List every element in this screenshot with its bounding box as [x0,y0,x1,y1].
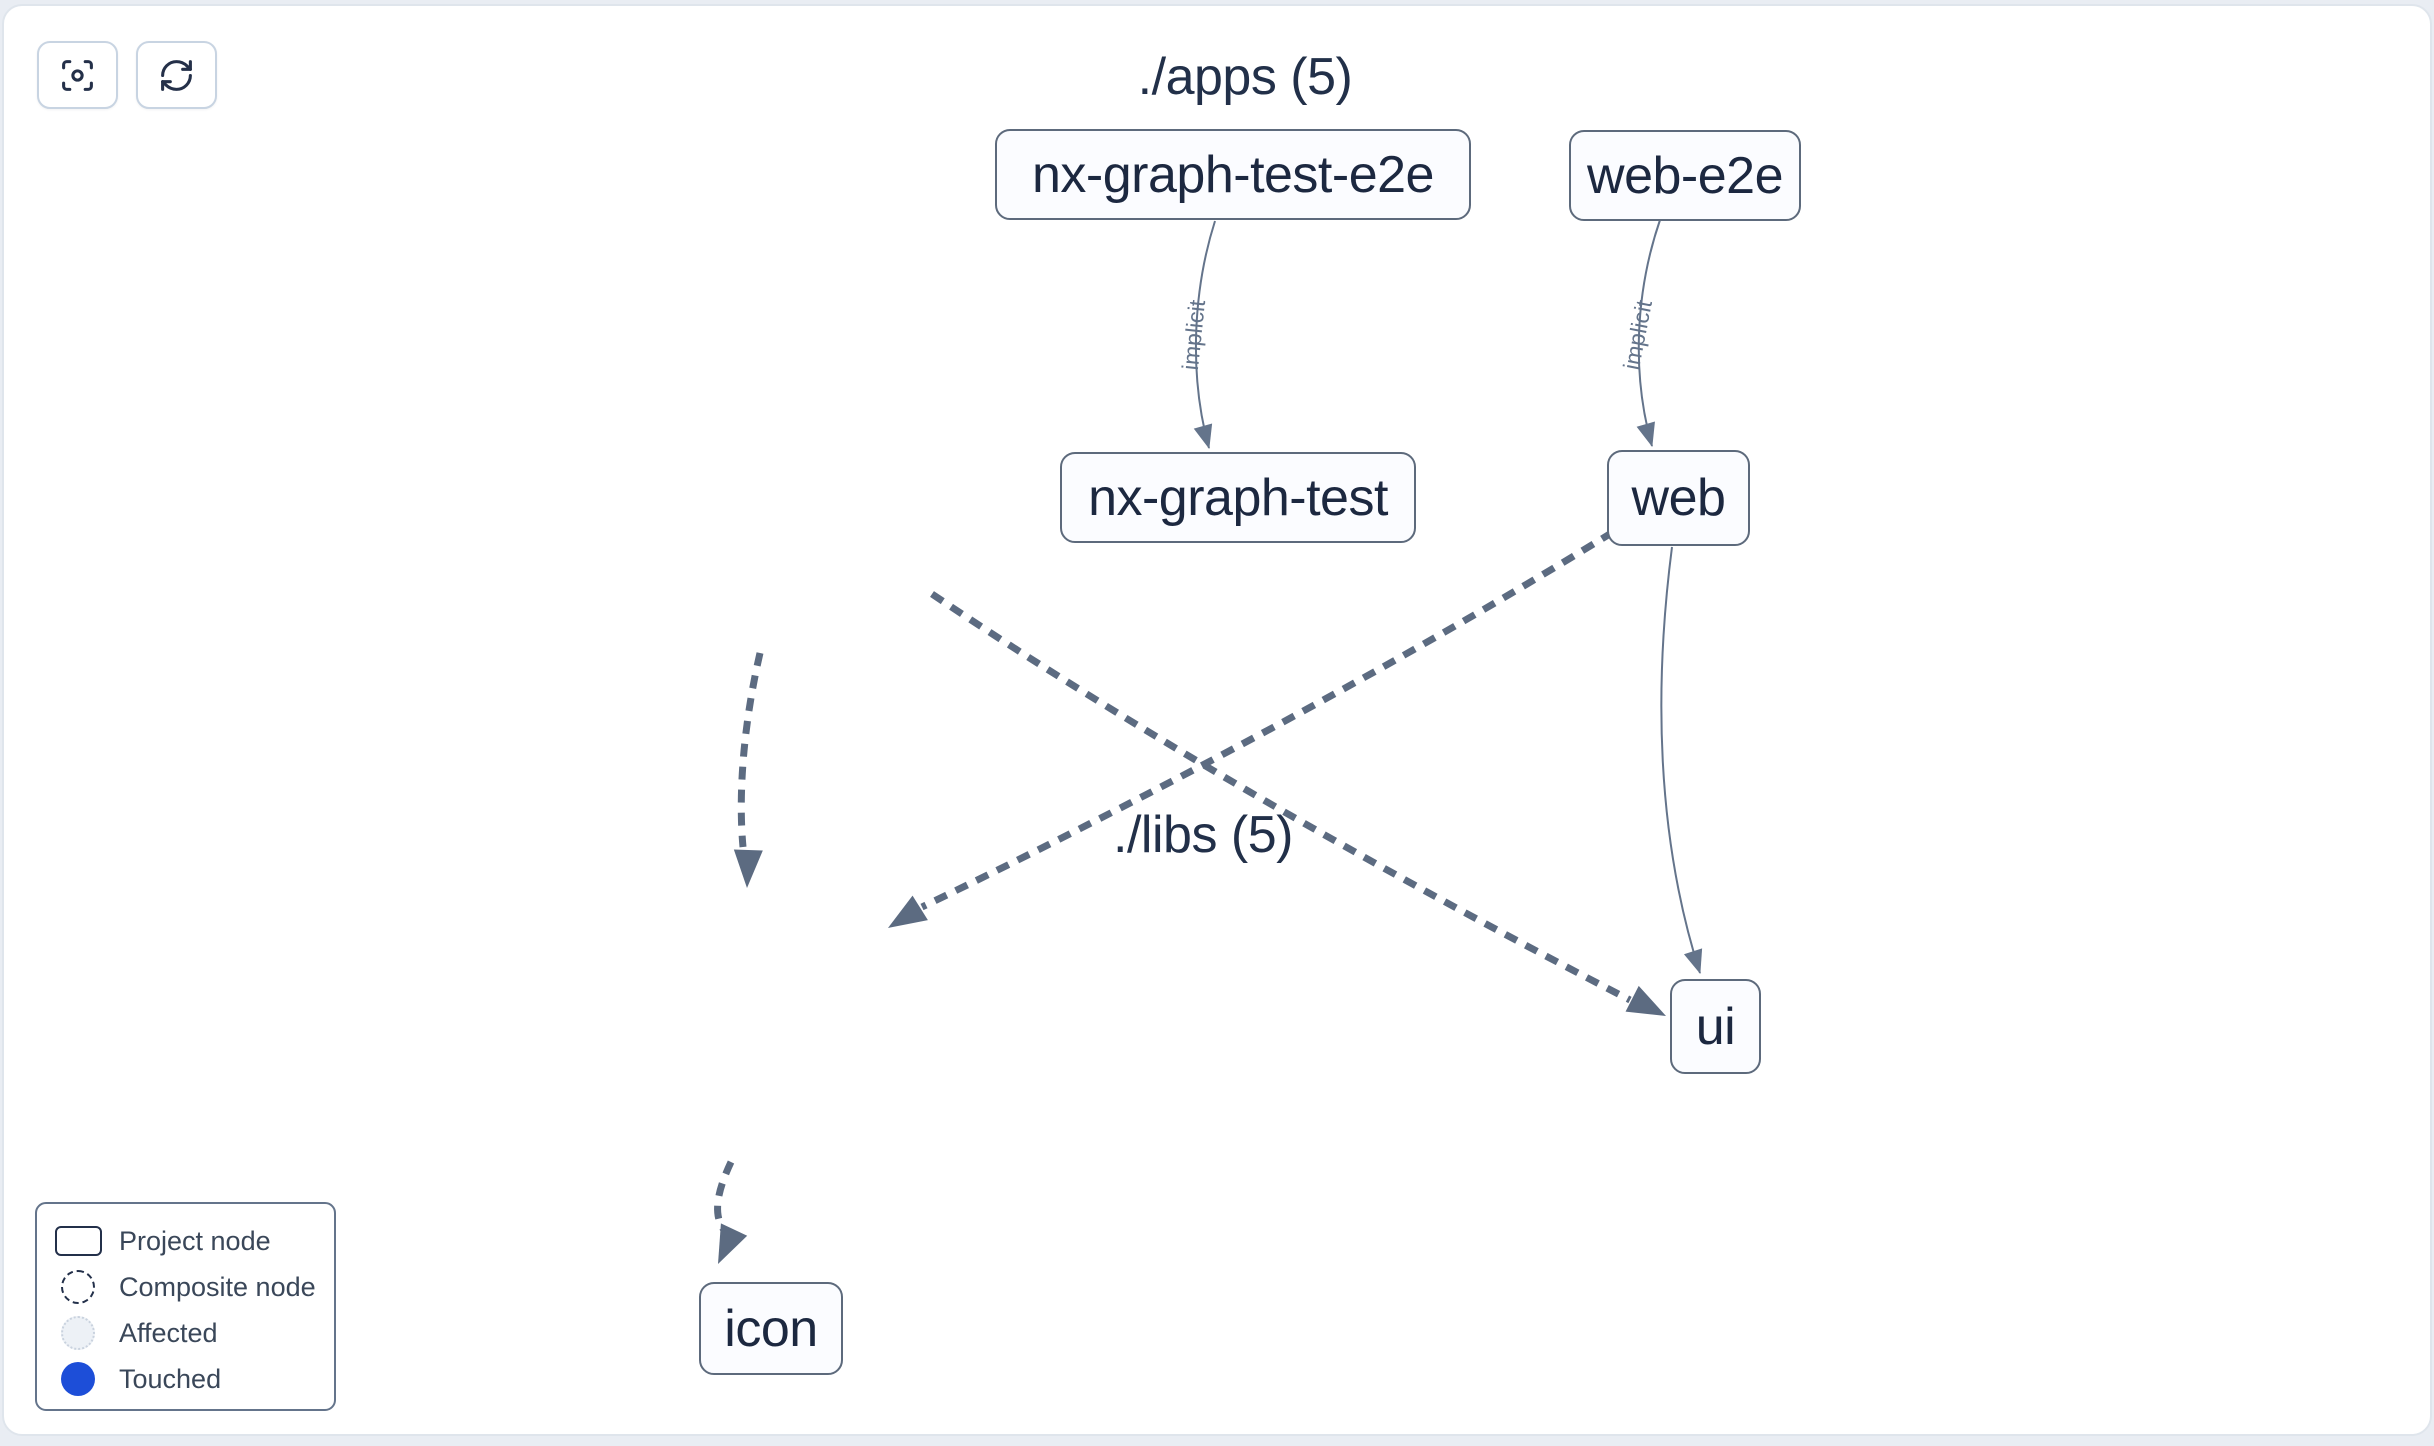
legend-item-affected: Affected [37,1310,334,1356]
toolbar [37,41,217,109]
edge-forms-to-icon-arrowhead [718,1223,748,1264]
legend-item-label: Project node [119,1225,271,1256]
edge-implicit-web-e2e-to-web[interactable] [1636,219,1661,448]
legend-item-label: Composite node [119,1271,316,1302]
edge-implicit-nx-graph-test-e2e-to-nx-graph-test[interactable] [1193,220,1216,450]
project-node-nx-graph-test-e2e-label: nx-graph-test-e2e [1032,145,1434,204]
page-bottom-gutter [0,1436,2434,1446]
edge-web-to-forms[interactable] [920,529,1615,911]
project-node-web-e2e[interactable]: web-e2e [1569,130,1801,221]
project-node-icon-label: icon [724,1299,818,1358]
group-apps-label: ./apps (5) [1137,48,1353,106]
group-libs-label: ./libs (5) [1113,806,1293,864]
composite-node-recipes[interactable]: ./recipes (2) [646,337,966,657]
center-graph-button[interactable] [37,41,118,109]
composite-node-forms-label: ./forms (1) [665,999,889,1055]
project-node-nx-graph-test-label: nx-graph-test [1088,468,1388,527]
edge-recipes-to-ui-arrowhead [1625,985,1666,1016]
edges-layer [714,219,1703,1264]
project-node-swatch [54,1226,102,1256]
project-node-web-label: web [1631,469,1726,527]
refresh-icon [161,59,192,91]
composite-node-forms[interactable]: ./forms (1) [632,882,922,1172]
project-node-nx-graph-test[interactable]: nx-graph-test [1060,452,1416,543]
project-node-ui-label: ui [1695,997,1736,1056]
edge-recipes-to-forms[interactable] [737,652,764,848]
legend: Project node Composite node Affected Tou… [35,1202,336,1411]
project-node-web-e2e-label: web-e2e [1587,146,1783,205]
legend-item-label: Touched [119,1363,222,1394]
graph-canvas[interactable]: ./apps (5) ./libs (5) ./recipes (2) ./fo… [2,4,2432,1436]
edge-recipes-to-ui[interactable] [930,591,1632,1004]
edge-web-to-forms-arrowhead [888,895,928,928]
composite-node-swatch [61,1270,95,1304]
focus-icon [62,59,93,91]
legend-item-project-node: Project node [37,1218,334,1264]
edge-label-implicit-2: implicit [1618,297,1657,372]
edge-recipes-to-forms-arrowhead [733,849,763,888]
legend-item-label: Affected [119,1317,218,1348]
project-node-web[interactable]: web [1607,450,1750,546]
edge-forms-to-icon[interactable] [714,1160,735,1239]
legend-item-touched: Touched [37,1356,334,1402]
touched-swatch [61,1362,95,1396]
edge-web-to-ui[interactable] [1660,546,1703,975]
project-node-icon[interactable]: icon [699,1282,843,1375]
edge-label-implicit-1: implicit [1176,298,1211,372]
legend-item-composite-node: Composite node [37,1264,334,1310]
composite-node-recipes-label: ./recipes (2) [677,469,935,525]
project-node-nx-graph-test-e2e[interactable]: nx-graph-test-e2e [995,129,1471,220]
affected-swatch [61,1316,95,1350]
project-node-ui[interactable]: ui [1670,979,1761,1074]
refresh-button[interactable] [136,41,217,109]
